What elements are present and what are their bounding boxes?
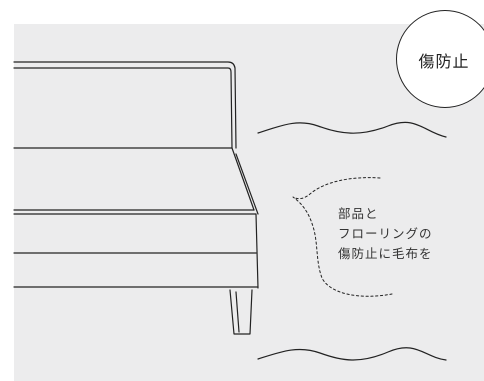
note-line-1: 部品と [338, 206, 379, 221]
note-line-3: 傷防止に毛布を [338, 246, 433, 261]
badge-label: 傷防止 [418, 52, 470, 71]
sofa-seat-cushion [13, 147, 259, 215]
badge-circle [396, 10, 484, 108]
break-line-top [257, 121, 447, 138]
break-line-bottom [257, 347, 447, 361]
blanket-dashed-outline [292, 177, 393, 297]
instruction-note: 部品と フローリングの 傷防止に毛布を [338, 204, 433, 264]
sofa-base [13, 213, 259, 289]
note-line-2: フローリングの [338, 226, 433, 241]
sofa-backrest [13, 61, 237, 149]
sofa-leg [229, 289, 253, 335]
